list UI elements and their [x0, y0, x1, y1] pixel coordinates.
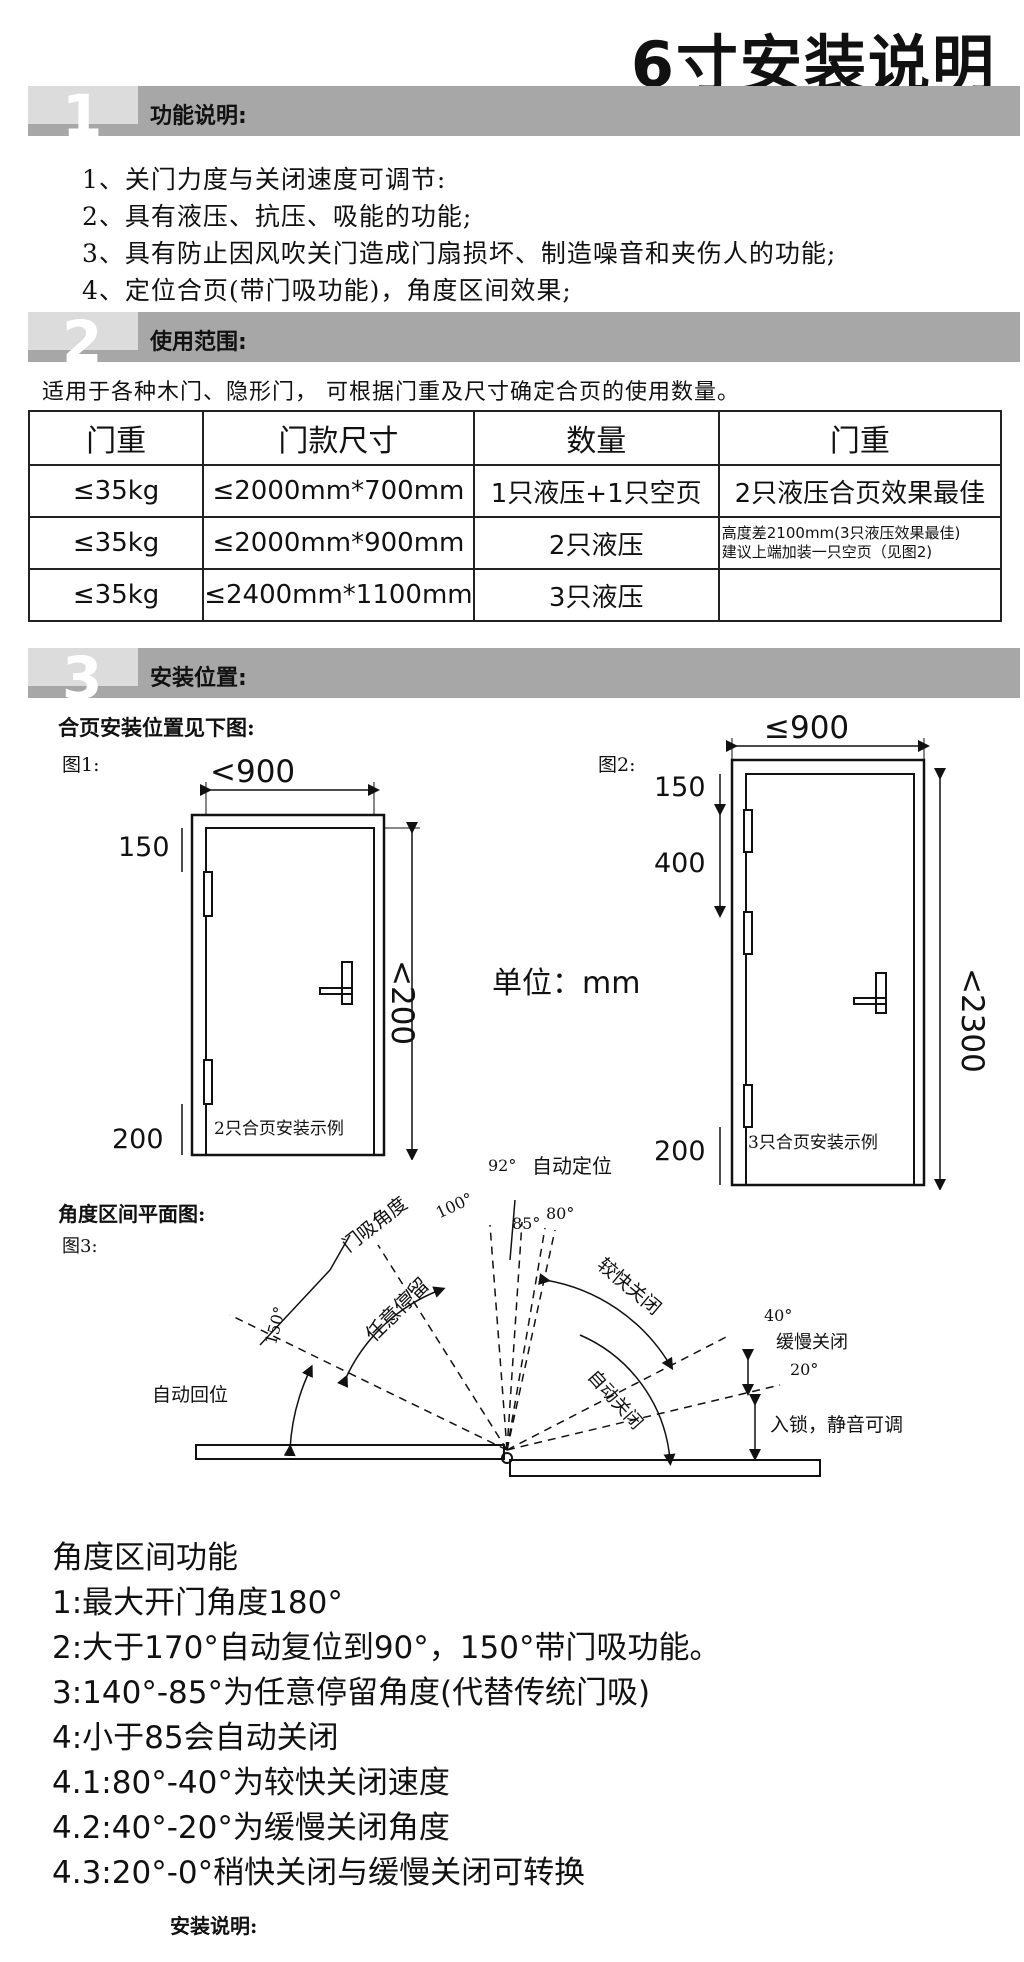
spec-table: 门重 门款尺寸 数量 门重 ≤35kg ≤2000mm*700mm 1只液压+1… [27, 410, 1003, 622]
figure-1-top-offset: 150 [118, 832, 170, 863]
table-cell: 2只液压合页效果最佳 [717, 464, 1003, 518]
section-1-label: 功能说明: [150, 104, 247, 129]
table-header: 门款尺寸 [202, 410, 475, 466]
angle-92: 92° [488, 1156, 517, 1175]
table-row: ≤35kg ≤2400mm*1100mm 3只液压 [27, 568, 1003, 622]
feature-item: 2、具有液压、抗压、吸能的功能; [82, 202, 473, 231]
angle-80: 80° [546, 1204, 575, 1223]
feature-item: 3、具有防止因风吹关门造成门扇损坏、制造噪音和夹伤人的功能; [82, 239, 837, 268]
hinge-icon [203, 871, 213, 917]
figure-3-heading: 角度区间平面图: [58, 1202, 206, 1226]
function-item: 2:大于170°自动复位到90°，150°带门吸功能。 [52, 1630, 721, 1666]
pivot-icon [501, 1452, 513, 1464]
usage-note: 适用于各种木门、隐形门， 可根据门重及尺寸确定合页的使用数量。 [42, 380, 740, 405]
figure-1-bottom-offset: 200 [112, 1124, 164, 1155]
figure-2-height: <2300 [954, 968, 990, 1073]
feature-item: 4、定位合页(带门吸功能)，角度区间效果; [82, 276, 572, 305]
install-intro: 合页安装位置见下图: [58, 715, 255, 740]
section-2-bar: 2 使用范围: [28, 308, 1020, 376]
auto-position-label: 自动定位 [532, 1154, 612, 1178]
figure-2-door-diagram [714, 738, 946, 1190]
door-handle-icon [875, 972, 887, 1014]
table-header: 数量 [472, 410, 720, 466]
door-handle-icon [319, 987, 353, 995]
door-leaf [745, 773, 915, 1186]
figure-1-door-diagram [181, 782, 420, 1160]
unit-label: 单位：mm [492, 966, 641, 1001]
function-item: 4:小于85会自动关闭 [52, 1720, 339, 1756]
section-2-number: 2 [62, 308, 103, 376]
slow-close-label: 缓慢关闭 [776, 1332, 848, 1353]
functions-heading: 角度区间功能 [52, 1540, 238, 1576]
table-header: 门重 [717, 410, 1003, 466]
function-item: 3:140°-85°为任意停留角度(代替传统门吸) [52, 1675, 651, 1711]
figure-1-height: <200 [384, 960, 420, 1046]
lock-silent-label: 入锁，静音可调 [770, 1414, 904, 1436]
table-row: ≤35kg ≤2000mm*900mm 2只液压 高度差2100mm(3只液压效… [27, 516, 1003, 570]
table-row: ≤35kg ≤2000mm*700mm 1只液压+1只空页 2只液压合页效果最佳 [27, 464, 1003, 518]
angle-85: 85° [512, 1214, 541, 1233]
function-item: 4.2:40°-20°为缓慢关闭角度 [52, 1810, 450, 1846]
table-cell: ≤35kg [27, 516, 205, 570]
door-handle-icon [341, 961, 353, 1005]
function-item: 4.1:80°-40°为较快关闭速度 [52, 1765, 450, 1801]
figure-2-bottom-offset: 200 [654, 1136, 706, 1167]
figure-2-width: ≤900 [764, 710, 850, 746]
figure-2-label: 图2: [598, 754, 636, 776]
table-cell: ≤2000mm*900mm [202, 516, 475, 570]
table-header: 门重 [27, 410, 205, 466]
figure-3-label: 图3: [62, 1236, 98, 1257]
door-leaf [205, 827, 375, 1156]
angle-20: 20° [790, 1360, 819, 1379]
table-cell: ≤2000mm*700mm [202, 464, 475, 518]
table-header-row: 门重 门款尺寸 数量 门重 [27, 410, 1003, 466]
figure-2-caption: 3只合页安装示例 [748, 1133, 878, 1153]
door-frame [730, 758, 926, 1187]
section-1-number: 1 [62, 82, 103, 150]
feature-item: 1、关门力度与关闭速度可调节: [82, 165, 447, 194]
table-cell: ≤2400mm*1100mm [202, 568, 475, 622]
table-cell: 1只液压+1只空页 [472, 464, 720, 518]
function-item: 1:最大开门角度180° [52, 1585, 343, 1621]
footer-label: 安装说明: [170, 1914, 258, 1938]
figure-2-top-offset: 150 [654, 772, 706, 803]
table-cell: ≤35kg [27, 464, 205, 518]
figure-1-label: 图1: [62, 754, 100, 776]
door-frame [190, 813, 386, 1157]
figure-2-hinge-gap: 400 [654, 848, 706, 879]
section-1-bar: 1 功能说明: [28, 82, 1020, 150]
section-3-label: 安装位置: [150, 666, 247, 691]
figure-3-angle-diagram [195, 1199, 821, 1477]
section-3-number: 3 [62, 644, 103, 712]
angle-40: 40° [764, 1306, 793, 1325]
closed-door-leaf [509, 1459, 821, 1477]
door-handle-icon [853, 997, 887, 1005]
figure-1-caption: 2只合页安装示例 [214, 1119, 344, 1139]
table-cell: 高度差2100mm(3只液压效果最佳) 建议上端加装一只空页（见图2) [717, 516, 1003, 570]
auto-return-label: 自动回位 [152, 1384, 229, 1406]
table-cell: ≤35kg [27, 568, 205, 622]
hinge-icon [743, 911, 753, 955]
table-cell: 3只液压 [472, 568, 720, 622]
table-cell [717, 568, 1003, 622]
hinge-icon [203, 1059, 213, 1105]
open-door-leaf [195, 1444, 505, 1460]
hinge-icon [743, 809, 753, 853]
figure-1-width: <900 [210, 754, 296, 790]
hinge-icon [743, 1084, 753, 1128]
section-2-label: 使用范围: [150, 330, 247, 355]
section-3-bar: 3 安装位置: [28, 644, 1020, 712]
table-cell: 2只液压 [472, 516, 720, 570]
function-item: 4.3:20°-0°稍快关闭与缓慢关闭可转换 [52, 1855, 586, 1891]
